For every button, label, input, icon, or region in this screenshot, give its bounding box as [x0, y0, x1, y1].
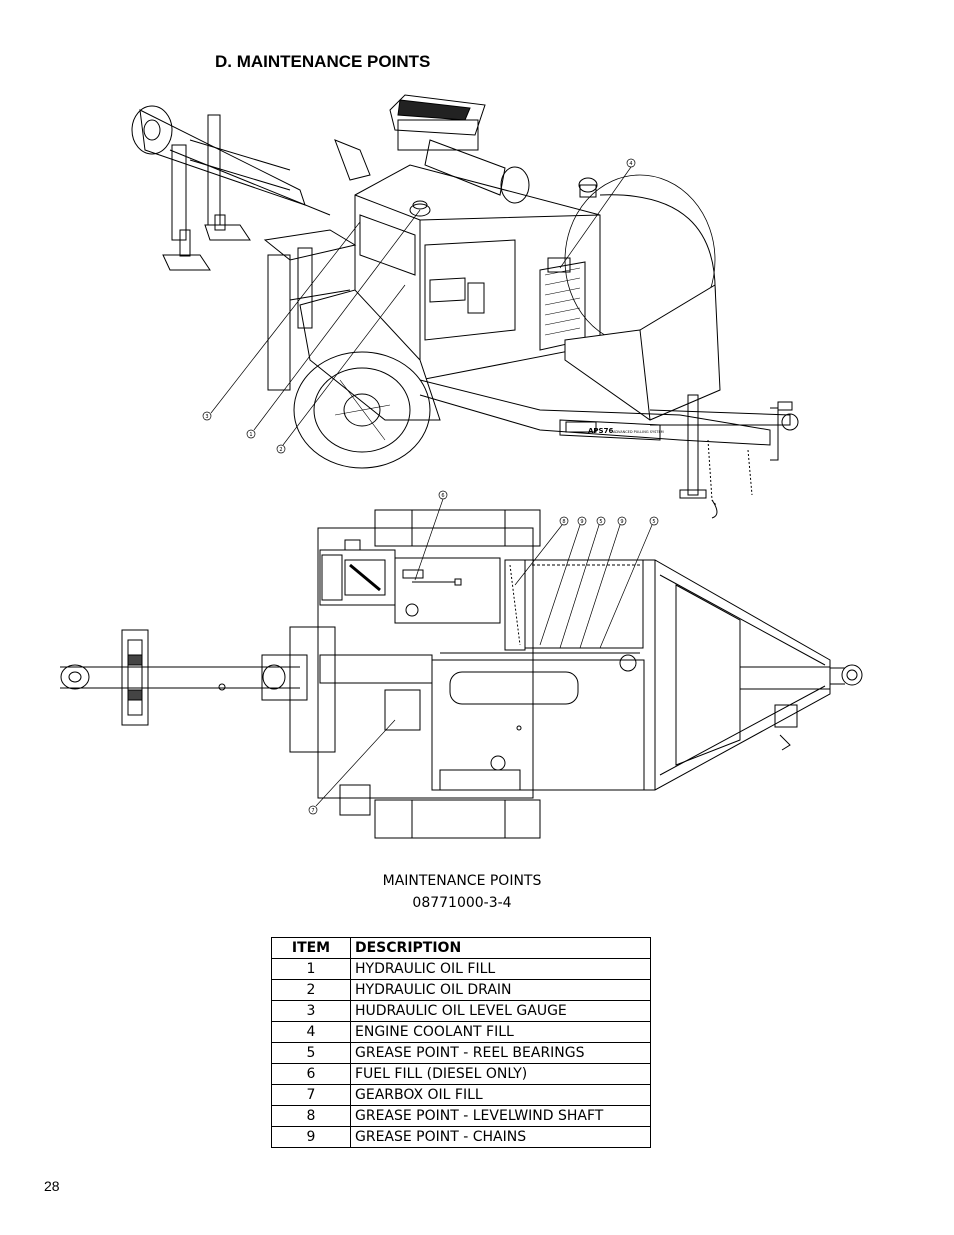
- callout-4: 4: [629, 161, 632, 167]
- item-description: ENGINE COOLANT FILL: [350, 1021, 651, 1043]
- item-description: GREASE POINT - LEVELWIND SHAFT: [350, 1105, 651, 1127]
- figure-caption: MAINTENANCE POINTS: [382, 873, 542, 889]
- header-description: DESCRIPTION: [350, 937, 651, 959]
- callout-9b: 9: [620, 519, 623, 525]
- section-title: D. MAINTENANCE POINTS: [215, 52, 431, 71]
- callout-2: 2: [279, 447, 282, 453]
- callout-1: 1: [249, 432, 252, 438]
- item-number: 2: [271, 979, 351, 1001]
- callout-8: 8: [562, 519, 565, 525]
- maintenance-figure: 4 3 1 2 APS76 ADVANCED PULLING SYSTEM: [60, 94, 863, 839]
- callout-5b: 5: [652, 519, 655, 525]
- item-number: 5: [271, 1042, 351, 1064]
- callout-6: 6: [441, 493, 444, 499]
- item-number: 8: [271, 1105, 351, 1127]
- header-item: ITEM: [271, 937, 351, 959]
- callout-9a: 9: [580, 519, 583, 525]
- item-number: 9: [271, 1126, 351, 1148]
- item-number: 1: [271, 958, 351, 980]
- item-description: GREASE POINT - CHAINS: [350, 1126, 651, 1148]
- plan-view: 6 8 9 5 9 5 7: [60, 490, 863, 839]
- item-description: HYDRAULIC OIL DRAIN: [350, 979, 651, 1001]
- item-description: GEARBOX OIL FILL: [350, 1084, 651, 1106]
- figure-number: 08771000-3-4: [412, 895, 512, 911]
- item-number: 7: [271, 1084, 351, 1106]
- item-number: 4: [271, 1021, 351, 1043]
- item-description: HUDRAULIC OIL LEVEL GAUGE: [350, 1000, 651, 1022]
- machine-model-label: APS76: [588, 427, 613, 435]
- item-description: GREASE POINT - REEL BEARINGS: [350, 1042, 651, 1064]
- callout-3: 3: [205, 414, 208, 420]
- isometric-view: 4 3 1 2 APS76 ADVANCED PULLING SYSTEM: [131, 94, 799, 519]
- item-description: HYDRAULIC OIL FILL: [350, 958, 651, 980]
- item-number: 3: [271, 1000, 351, 1022]
- callout-5a: 5: [599, 519, 602, 525]
- item-number: 6: [271, 1063, 351, 1085]
- machine-plate-label: ADVANCED PULLING SYSTEM: [613, 430, 664, 434]
- callout-7: 7: [311, 808, 314, 814]
- page-number: 28: [44, 1178, 60, 1194]
- table-header-row: ITEM DESCRIPTION: [271, 937, 651, 959]
- item-description: FUEL FILL (DIESEL ONLY): [350, 1063, 651, 1085]
